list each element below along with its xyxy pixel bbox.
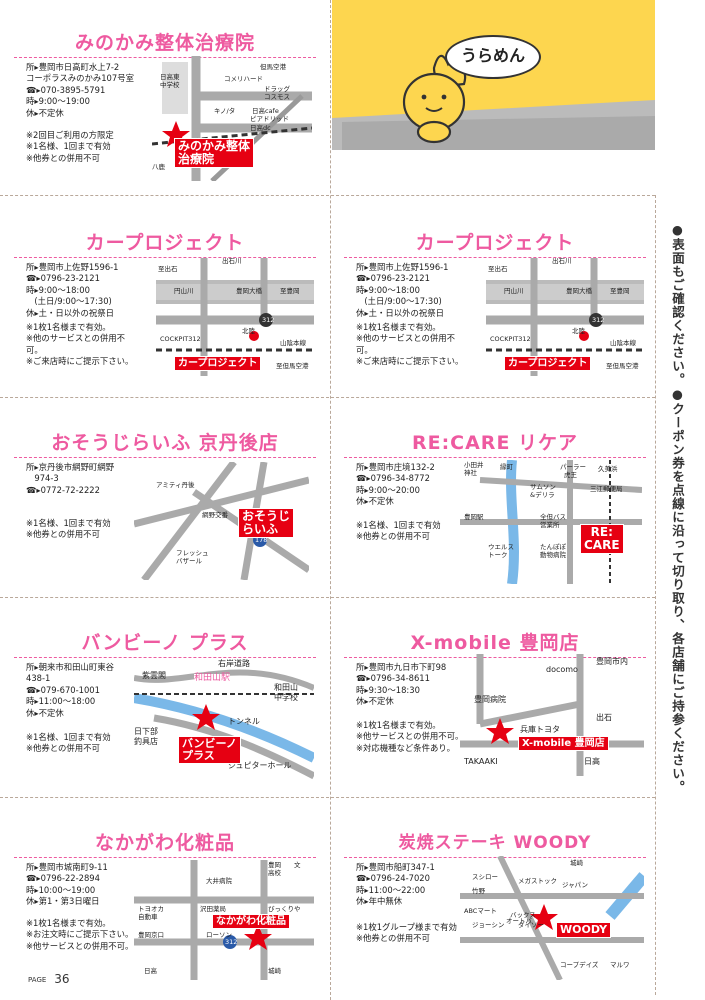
coupon-map: アミティ丹後 網野交番 フレッシュ バザール 178 おそうじらいふ (134, 462, 309, 580)
shop-label: カープロジェクト (504, 356, 592, 371)
coupon-map: docomo 豊岡市内 豊岡病院 兵庫トヨタ 出石 TAKAAKI 日高 X-m… (460, 654, 644, 776)
coupon-notes: ※2回目ご利用の方限定※1名様、1回まで有効※他券との併用不可 (26, 130, 114, 163)
coupon-notes: ※1名様、1回まで有効※他券との併用不可 (26, 732, 111, 754)
coupon-map: 城崎 スシロー メガストック ジャパン 竹野 ABCマート バックス ジョーシン… (460, 856, 644, 980)
shop-label: おそうじらいふ (238, 508, 295, 539)
shop-label: カープロジェクト (174, 356, 262, 371)
cut-line-1 (0, 195, 655, 196)
shop-label: WOODY (556, 922, 612, 939)
coupon-title: なかがわ化粧品 (94, 832, 235, 854)
shop-label: バンビーノプラス (178, 736, 241, 765)
coupon-title: X-mobile 豊岡店 (410, 632, 580, 654)
coupon-notes: ※1枚1名様まで有効。※他サービスとの併用不可。※対応機種など条件あり。 (356, 720, 464, 753)
coupon-title: おそうじらいふ 京丹後店 (51, 432, 279, 454)
shop-label: X-mobile 豊岡店 (518, 736, 609, 751)
cut-line-3 (0, 597, 655, 598)
coupon-notes: ※1枚1名様まで有効。※他のサービスとの併用不可。※ご来店時にご提示下さい。 (356, 322, 464, 367)
character-name-bubble: うらめん (445, 35, 541, 79)
coupon-map: 出石川 円山川 豊岡大橋 至出石 至豊岡 北陸 COCKPIT312 312 山… (156, 258, 314, 376)
coupon-map: 小田井 神社 縁町 パーラー 虎王 久美浜 サムソン &デリラ 三江郵便局 豊岡… (460, 460, 642, 584)
coupon-map: 日高東 中学校 コメリハード 但馬空港 ドラッグ コスモス キノ/タ ピアドリッ… (152, 56, 312, 181)
cut-line-4 (0, 797, 655, 798)
shop-label: なかがわ化粧品 (212, 914, 290, 929)
shop-label: みのかみ整体治療院 (174, 138, 255, 169)
coupon-title: カープロジェクト (415, 232, 575, 254)
coupon-title: RE:CARE リケア (411, 432, 579, 454)
shop-label: RE:CARE (580, 524, 624, 555)
coupon-title: 炭焼ステーキ WOODY (398, 833, 592, 853)
coupon-notes: ※1枚1名様まで有効。※お注文時にご提示下さい。※他サービスとの併用不可。 (26, 918, 134, 951)
coupon-notes: ※1枚1名様まで有効。※他のサービスとの併用不可。※ご来店時にご提示下さい。 (26, 322, 134, 367)
coupon-map: 出石川 円山川 豊岡大橋 至出石 至豊岡 北陸 COCKPIT312 312 山… (486, 258, 644, 376)
cut-line-vertical (330, 0, 331, 1000)
coupon-notes: ※1名様、1回まで有効※他券との併用不可 (356, 520, 441, 542)
coupon-title: カープロジェクト (85, 232, 245, 254)
coupon-notes: ※1名様、1回まで有効※他券との併用不可 (26, 518, 111, 540)
coupon-title: バンビーノ プラス (81, 632, 249, 654)
coupon-map: 豊岡 高校 大井病院 トヨオカ 自動車 沢田薬局 びっくりや ローソン 豊岡京口… (134, 860, 314, 980)
cut-line-2 (0, 397, 655, 398)
side-instruction-note: ●表面もご確認ください。●クーポン券を点線に沿って切り取り、各店舗にご持参くださ… (670, 222, 685, 794)
coupon-notes: ※1枚1グループ様まで有効※他券との併用不可 (356, 922, 457, 944)
coupon-title: みのかみ整体治療院 (74, 32, 255, 54)
coupon-info: 所▸京丹後市網野町網野 974-3☎▸0772-72-2222 (26, 462, 114, 495)
cut-line-side (655, 195, 656, 995)
coupon-osouji-life[interactable]: おそうじらいふ 京丹後店 所▸京丹後市網野町網野 974-3☎▸0772-72-… (6, 410, 324, 590)
coupon-map: 右岸道路 紫雲閣 和田山駅 和田山 中学校 トンネル 日下部 釣具店 ジュピター… (134, 658, 314, 780)
